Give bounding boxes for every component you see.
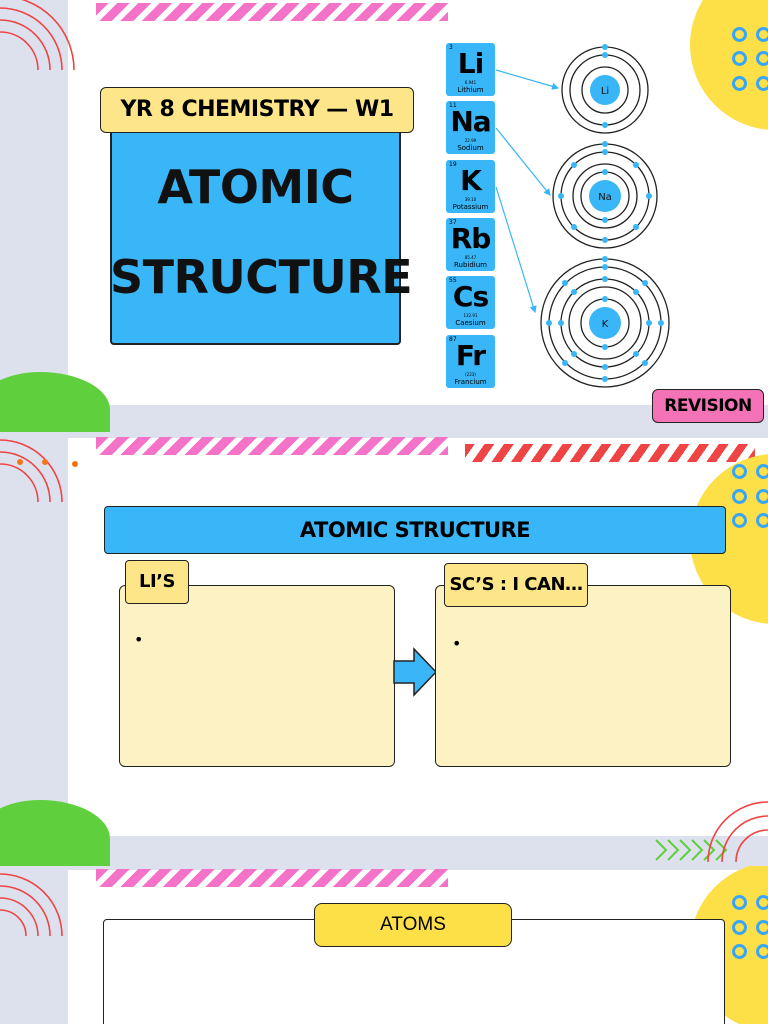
bullet-point: • [452,634,462,653]
atomic-number: 55 [449,277,457,284]
dot-ring-icon [732,489,747,504]
atom-label: Na [598,192,612,203]
dot-ring-icon [732,51,747,66]
atomic-number: 11 [449,102,457,109]
red-stripe-banner [465,444,755,462]
arc-decoration [0,439,78,503]
pink-stripe-banner [96,437,448,455]
title-line-1: ATOMIC [157,160,354,214]
element-symbol: K [460,164,482,197]
dot-ring-icon [756,920,768,935]
atom-potassium: K [540,256,670,388]
element-tile-k: 19 K 39.10 Potassium [446,160,495,213]
success-criteria-label: SC’S : I CAN… [444,563,588,607]
dot-ring-icon [732,464,747,479]
title-line-2: STRUCTURE [110,250,413,304]
slide-objectives: ATOMIC STRUCTURE LI’S • SC’S : I CAN… • [0,432,768,866]
element-name: Rubidium [453,261,488,269]
element-name: Francium [454,378,487,386]
atom-diagrams: Li Na [495,44,670,388]
pink-stripe-banner [96,869,448,887]
atomic-mass: 132.91 [463,313,478,318]
learning-intentions-box[interactable] [119,585,395,767]
revision-badge: REVISION [652,389,764,423]
element-name: Lithium [457,86,484,94]
atomic-number: 87 [449,336,457,343]
dot-ring-icon [732,27,747,42]
element-tile-li: 3 Li 6.941 Lithium [446,43,495,96]
arc-decoration [0,0,75,71]
section-header: ATOMIC STRUCTURE [104,506,726,554]
connector-arrows [495,69,560,314]
dot-ring-icon [756,51,768,66]
dot-ring-icon [756,464,768,479]
element-symbol: Li [457,47,484,80]
element-name: Potassium [452,203,489,211]
atomic-mass: 85.47 [464,255,477,260]
dot-ring-icon [756,489,768,504]
success-criteria-box[interactable] [435,585,731,767]
atom-sodium: Na [552,141,658,249]
element-symbol: Fr [455,339,486,372]
title-card [110,123,401,345]
element-tile-fr: 87 Fr (223) Francium [446,335,495,388]
dot-ring-icon [756,895,768,910]
course-tag: YR 8 CHEMISTRY — W1 [100,87,414,133]
atomic-number: 3 [449,44,453,51]
atomic-mass: (223) [465,372,476,377]
arc-decoration [707,801,768,863]
dot-ring-icon [732,920,747,935]
dot-ring-icon [732,513,747,528]
arc-decoration [0,873,63,937]
atoms-header: ATOMS [314,903,512,947]
dot-ring-icon [756,27,768,42]
dot-ring-icon [756,76,768,91]
atomic-mass: 6.941 [464,80,477,85]
slide-atoms: ATOMS [0,866,768,1024]
dot-ring-icon [732,944,747,959]
pink-stripe-banner [96,3,448,21]
atomic-mass: 39.10 [464,197,477,202]
atom-label: K [602,319,609,330]
element-name: Caesium [455,319,486,327]
dot-ring-icon [756,513,768,528]
element-symbol: Na [450,105,491,138]
element-name: Sodium [457,144,484,152]
learning-intentions-label: LI’S [125,560,189,604]
atomic-number: 37 [449,219,457,226]
dot-ring-icon [732,895,747,910]
element-tile-cs: 55 Cs 132.91 Caesium [446,276,495,329]
chevron-pattern-icon [655,839,728,861]
atomic-number: 19 [449,161,457,168]
element-tile-rb: 37 Rb 85.47 Rubidium [446,218,495,271]
element-symbol: Rb [450,222,492,255]
dot-ring-icon [732,76,747,91]
atom-label: Li [601,86,609,97]
bullet-point: • [134,630,144,649]
arrow-right-icon [393,647,438,697]
element-tile-na: 11 Na 22.99 Sodium [446,101,495,154]
slide-title: YR 8 CHEMISTRY — W1 ATOMIC STRUCTURE 3 L… [0,0,768,432]
atom-lithium: Li [561,44,649,134]
dot-ring-icon [756,944,768,959]
element-symbol: Cs [452,280,489,313]
atomic-mass: 22.99 [464,138,477,143]
